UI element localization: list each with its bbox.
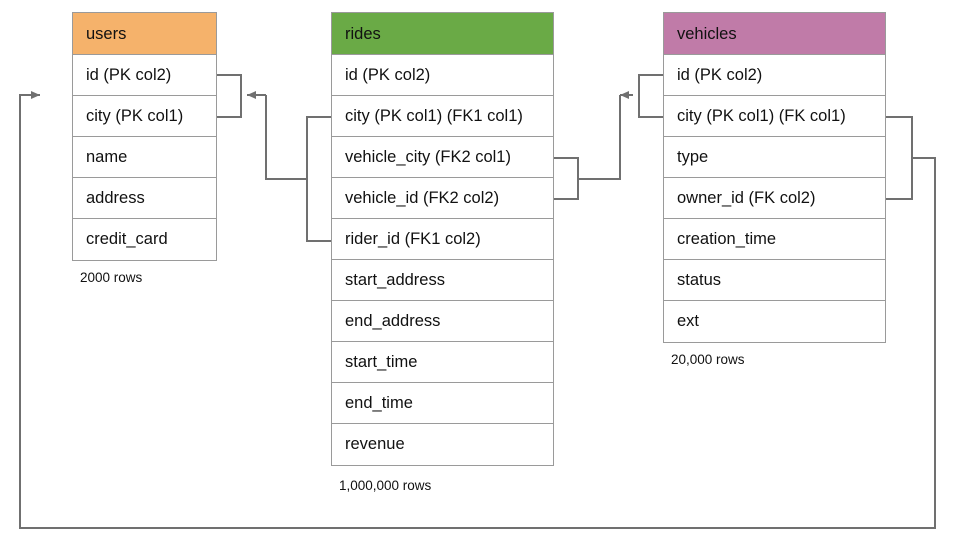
- field-rides-revenue[interactable]: revenue: [332, 424, 553, 465]
- field-rides-end-address[interactable]: end_address: [332, 301, 553, 342]
- field-vehicles-creation-time[interactable]: creation_time: [664, 219, 885, 260]
- field-vehicles-id[interactable]: id (PK col2): [664, 55, 885, 96]
- field-vehicles-owner-id[interactable]: owner_id (FK col2): [664, 178, 885, 219]
- field-users-city[interactable]: city (PK col1): [73, 96, 216, 137]
- field-rides-rider-id[interactable]: rider_id (FK1 col2): [332, 219, 553, 260]
- field-vehicles-status[interactable]: status: [664, 260, 885, 301]
- field-users-name[interactable]: name: [73, 137, 216, 178]
- field-rides-city[interactable]: city (PK col1) (FK1 col1): [332, 96, 553, 137]
- field-vehicles-type[interactable]: type: [664, 137, 885, 178]
- entity-rides-header: rides: [332, 13, 553, 55]
- field-rides-start-time[interactable]: start_time: [332, 342, 553, 383]
- edge-fk1-rides-users: [217, 74, 331, 242]
- field-vehicles-city[interactable]: city (PK col1) (FK col1): [664, 96, 885, 137]
- field-rides-vehicle-city[interactable]: vehicle_city (FK2 col1): [332, 137, 553, 178]
- field-rides-start-address[interactable]: start_address: [332, 260, 553, 301]
- entity-vehicles-header: vehicles: [664, 13, 885, 55]
- field-users-credit-card[interactable]: credit_card: [73, 219, 216, 260]
- field-rides-id[interactable]: id (PK col2): [332, 55, 553, 96]
- field-users-address[interactable]: address: [73, 178, 216, 219]
- entity-rides[interactable]: rides id (PK col2) city (PK col1) (FK1 c…: [331, 12, 554, 466]
- field-rides-vehicle-id[interactable]: vehicle_id (FK2 col2): [332, 178, 553, 219]
- entity-users[interactable]: users id (PK col2) city (PK col1) name a…: [72, 12, 217, 261]
- field-users-id[interactable]: id (PK col2): [73, 55, 216, 96]
- row-count-vehicles: 20,000 rows: [671, 352, 745, 367]
- row-count-users: 2000 rows: [80, 270, 143, 285]
- entity-vehicles[interactable]: vehicles id (PK col2) city (PK col1) (FK…: [663, 12, 886, 343]
- edge-fk2-rides-vehicles: [554, 74, 663, 200]
- field-rides-end-time[interactable]: end_time: [332, 383, 553, 424]
- field-vehicles-ext[interactable]: ext: [664, 301, 885, 342]
- row-count-rides: 1,000,000 rows: [339, 478, 432, 493]
- entity-users-header: users: [73, 13, 216, 55]
